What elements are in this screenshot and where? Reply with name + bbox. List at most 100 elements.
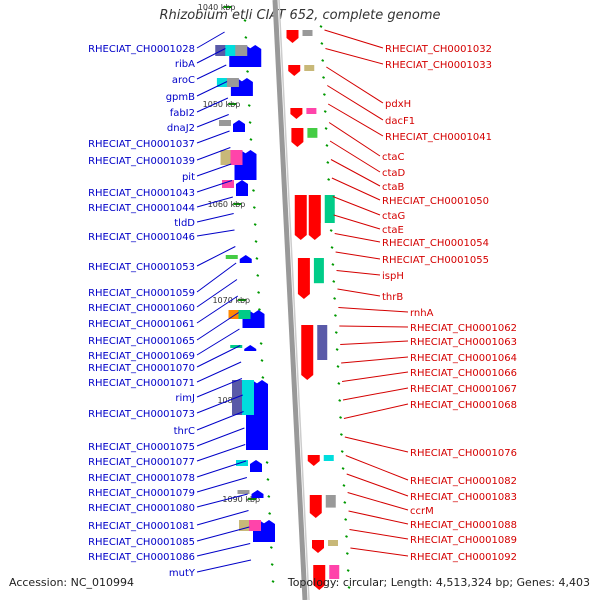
right-leader-line <box>330 159 381 187</box>
left-leader-line <box>196 130 230 144</box>
left-gene-label: RHECIAT_CH0001079 <box>88 488 195 499</box>
left-gene-label: dnaJ2 <box>167 123 195 134</box>
left-gene-label: RHECIAT_CH0001060 <box>88 303 195 314</box>
gene-feature-box <box>329 565 340 579</box>
gene-feature-box <box>230 150 243 165</box>
track-dash <box>249 138 253 141</box>
forward-gene-arrow <box>251 490 264 498</box>
right-gene-label: ctaD <box>382 168 406 179</box>
track-dash <box>260 359 264 362</box>
gene-feature-box <box>313 258 324 284</box>
right-leader-line <box>346 473 409 497</box>
left-gene-label: RHECIAT_CH0001070 <box>88 363 195 374</box>
left-leader-line <box>196 394 243 414</box>
track-dash <box>252 206 256 209</box>
track-dash <box>269 546 273 549</box>
track-dash <box>248 121 252 124</box>
right-leader-line <box>329 140 381 173</box>
forward-gene-arrow <box>236 180 248 196</box>
backbone-line <box>272 0 308 600</box>
left-gene-label: RHECIAT_CH0001081 <box>88 521 195 532</box>
forward-gene-arrow <box>252 310 265 328</box>
reverse-gene-arrow <box>288 65 301 76</box>
track-dash <box>329 229 333 232</box>
track-dash <box>338 399 342 402</box>
track-dash <box>334 314 337 317</box>
left-gene-label: RHECIAT_CH0001077 <box>88 457 195 468</box>
right-leader-line <box>345 455 409 481</box>
track-dash <box>337 382 341 385</box>
track-dash <box>265 461 269 464</box>
left-leader-line <box>196 213 234 223</box>
track-dash <box>322 93 326 96</box>
left-leader-line <box>196 543 251 557</box>
right-leader-line <box>350 547 409 557</box>
track-dash <box>247 104 251 107</box>
right-gene-label: RHECIAT_CH0001066 <box>410 368 517 379</box>
track-dash <box>325 144 329 147</box>
left-gene-label: RHECIAT_CH0001075 <box>88 442 195 453</box>
track-dash <box>345 535 348 538</box>
track-dash <box>347 586 351 589</box>
track-dash <box>257 291 261 294</box>
left-gene-label: ribA <box>175 59 195 70</box>
track-dash <box>319 25 323 28</box>
left-leader-line <box>196 180 233 193</box>
right-gene-label: RHECIAT_CH0001089 <box>410 535 517 546</box>
right-leader-line <box>348 510 409 525</box>
kbp-tick-label: 1060 kbp <box>208 200 246 209</box>
right-gene-label: ctaE <box>382 225 404 236</box>
left-gene-label: RHECIAT_CH0001069 <box>88 351 195 362</box>
gene-feature-box <box>238 310 251 319</box>
reverse-gene-arrow <box>297 258 310 299</box>
reverse-gene-arrow <box>308 195 321 240</box>
gene-feature-box <box>306 108 317 114</box>
gene-feature-box <box>242 380 254 415</box>
map-title: Rhizobium etli CIAT 652, complete genome <box>159 8 441 23</box>
left-gene-label: RHECIAT_CH0001086 <box>88 552 195 563</box>
left-gene-label: pit <box>182 172 195 183</box>
track-dash <box>341 467 345 470</box>
right-leader-line <box>327 103 384 137</box>
right-leader-line <box>339 325 409 328</box>
gene-feature-box <box>235 45 248 56</box>
right-leader-line <box>347 492 409 511</box>
forward-gene-arrow <box>240 78 253 96</box>
left-gene-label: tldD <box>174 218 195 229</box>
left-leader-line <box>196 427 245 447</box>
forward-gene-arrow <box>250 460 262 472</box>
gene-feature-box <box>324 195 335 223</box>
track-dash <box>333 297 337 300</box>
right-gene-label: RHECIAT_CH0001083 <box>410 492 517 503</box>
left-leader-line <box>196 312 239 341</box>
gene-feature-box <box>304 65 315 71</box>
right-gene-label: RHECIAT_CH0001082 <box>410 476 517 487</box>
track-dash <box>324 127 328 130</box>
left-leader-line <box>196 477 248 493</box>
left-leader-line <box>196 444 246 462</box>
right-gene-label: RHECIAT_CH0001033 <box>385 60 492 71</box>
track-dash <box>243 19 247 22</box>
gene-feature-box <box>249 520 261 531</box>
right-leader-line <box>327 85 384 121</box>
right-leader-line <box>332 196 381 216</box>
track-dash <box>271 580 275 583</box>
left-leader-line <box>196 114 229 128</box>
gene-feature-box <box>226 78 239 87</box>
right-gene-label: ctaB <box>382 182 405 193</box>
right-leader-line <box>344 436 409 453</box>
track-dash <box>320 42 324 45</box>
right-leader-line <box>335 251 381 260</box>
track-dash <box>252 189 255 192</box>
reverse-gene-arrow <box>286 30 299 43</box>
gene-feature-box <box>222 180 234 188</box>
reverse-gene-arrow <box>290 108 303 119</box>
right-gene-label: ctaC <box>382 152 405 163</box>
gene-feature-box <box>237 490 250 494</box>
right-gene-label: RHECIAT_CH0001054 <box>382 238 489 249</box>
left-gene-label: RHECIAT_CH0001044 <box>88 203 195 214</box>
left-leader-line <box>196 81 228 97</box>
right-gene-label: RHECIAT_CH0001092 <box>410 552 517 563</box>
right-leader-line <box>343 403 409 419</box>
